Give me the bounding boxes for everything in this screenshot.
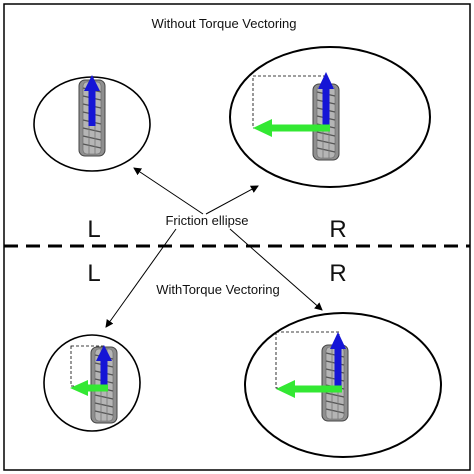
longitudinal-force-arrowhead: [330, 332, 346, 349]
longitudinal-force-arrowhead: [96, 345, 112, 361]
longitudinal-force-arrowhead: [84, 75, 100, 91]
right-label-bottom: R: [329, 260, 346, 287]
pointer-arrow-bottom-right: [229, 228, 323, 311]
right-label-top: R: [329, 216, 346, 243]
friction-ellipse-top-right: [229, 46, 431, 188]
longitudinal-force-arrowhead: [318, 72, 334, 89]
pointer-arrow-top-left: [133, 167, 204, 215]
top-title: Without Torque Vectoring: [151, 16, 296, 31]
lateral-force-arrowhead: [70, 380, 88, 396]
lateral-force-arrowhead: [276, 380, 295, 398]
pointer-arrow-top-right: [205, 185, 259, 215]
friction-ellipse-bottom-left: [43, 334, 141, 432]
bottom-title: WithTorque Vectoring: [156, 282, 280, 297]
left-label-bottom: L: [87, 260, 100, 287]
outer-frame: [3, 3, 471, 471]
left-label-top: L: [87, 216, 100, 243]
lateral-force-arrowhead: [253, 119, 272, 137]
friction-ellipse-label: Friction ellipse: [165, 213, 248, 228]
friction-ellipse-bottom-right: [244, 312, 442, 458]
pointer-arrow-bottom-left: [105, 228, 177, 328]
